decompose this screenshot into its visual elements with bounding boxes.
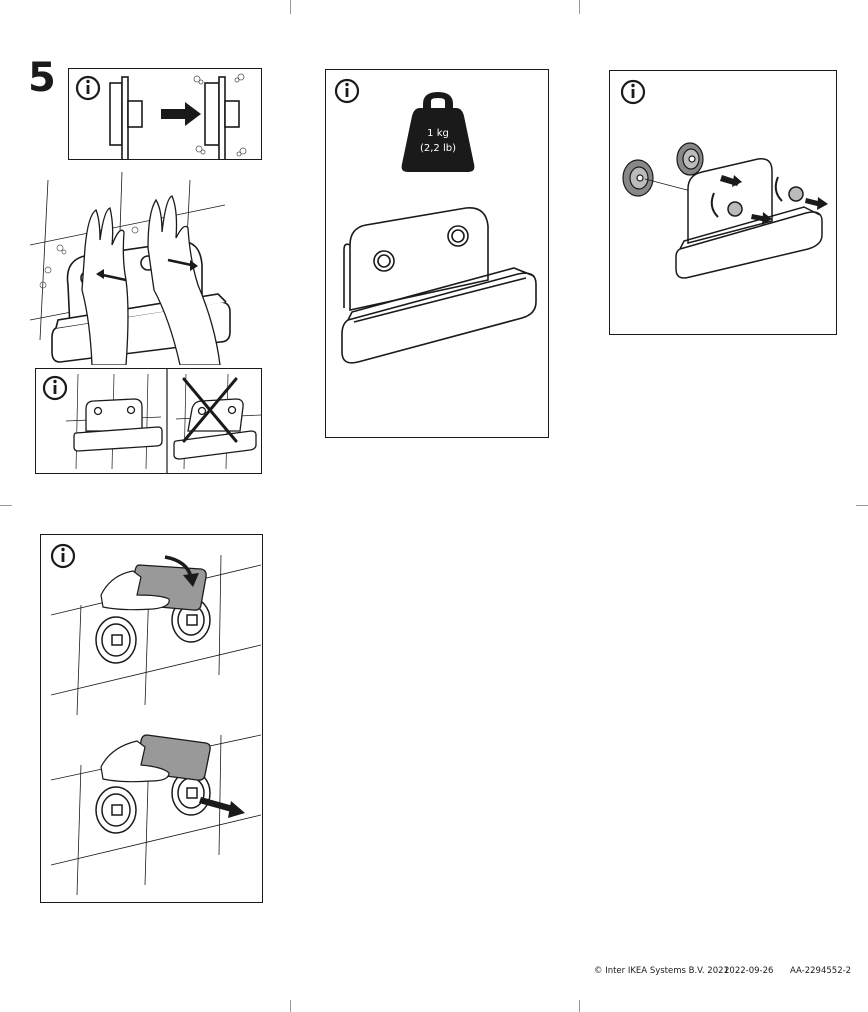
suction-cup-bottom-left xyxy=(95,786,137,834)
crop-mark-mid-right xyxy=(856,505,868,506)
crop-mark-top-left xyxy=(290,0,291,14)
suction-cup-left xyxy=(622,159,654,197)
curved-arrow-icon xyxy=(164,555,199,587)
shelf-wrong xyxy=(173,398,257,460)
info-icon xyxy=(334,78,360,104)
cross-out-icon xyxy=(182,377,238,443)
weight-icon xyxy=(401,92,475,172)
arrow-right-icon xyxy=(161,102,201,126)
rotate-arrow-icon xyxy=(710,176,783,218)
crop-mark-top-right xyxy=(579,0,580,14)
crop-mark-bottom-left xyxy=(290,1000,291,1012)
right-hand xyxy=(147,195,221,365)
hand-bottom xyxy=(100,740,170,783)
suction-cup-top-left xyxy=(95,616,137,664)
left-hand xyxy=(81,207,129,365)
pull-arrow-icon xyxy=(199,797,245,818)
arrow-right-icon xyxy=(167,258,198,271)
info-panel-remove-suction-cups xyxy=(40,534,263,903)
crop-mark-bottom-right xyxy=(579,1000,580,1012)
info-icon xyxy=(75,75,101,101)
suction-cup-right xyxy=(676,142,704,176)
weight-label-kg: 1 kg xyxy=(427,128,449,139)
arrow-left-icon xyxy=(96,269,127,282)
air-bubbles-icon xyxy=(193,73,247,157)
shelf-correct xyxy=(73,398,163,452)
shelf-large xyxy=(341,207,537,364)
info-icon xyxy=(50,543,76,569)
info-panel-press xyxy=(68,68,262,160)
info-panel-correct-vs-wrong xyxy=(35,368,262,474)
footer-date: 2022-09-26 xyxy=(724,966,774,976)
footer-article-number: AA-2294552-2 xyxy=(790,966,852,976)
shelf-tilted xyxy=(675,158,823,279)
arrow-right-icon xyxy=(720,175,828,225)
info-panel-weight-limit: 1 kg (2,2 lb) xyxy=(325,69,549,438)
info-icon xyxy=(620,79,646,105)
info-icon xyxy=(42,375,68,401)
weight-label-lb: (2,2 lb) xyxy=(419,143,456,154)
bracket-before xyxy=(109,76,143,159)
illustration-hands-pressing-shelf xyxy=(30,171,231,365)
crop-mark-mid-left xyxy=(0,505,12,506)
info-panel-remove-shelf xyxy=(609,70,837,335)
bracket-after xyxy=(204,76,240,159)
step-number: 5 xyxy=(28,55,56,101)
hand-top xyxy=(100,570,170,611)
footer-copyright: © Inter IKEA Systems B.V. 2021 xyxy=(594,966,729,976)
